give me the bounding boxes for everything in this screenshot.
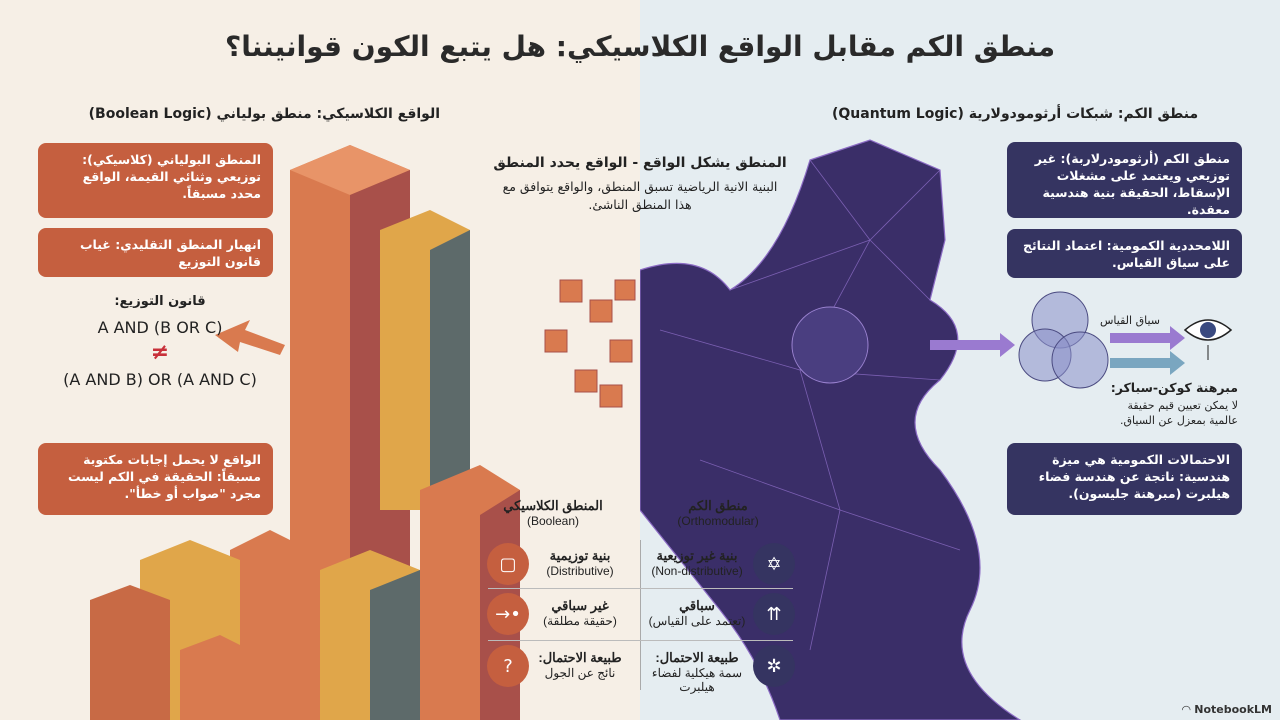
quantum-header-title: منطق الكم: [688, 498, 748, 513]
context-arrows: [930, 326, 1185, 375]
table-row: بنية غير توزيعية(Non-distributive): [645, 548, 749, 578]
table-row: طبيعة الاحتمال:نائج عن الجول: [520, 650, 640, 680]
row-divider: [488, 640, 793, 641]
cell-title: طبيعة الاحتمال:: [655, 650, 739, 665]
indeterminacy-box: اللامحددية الكمومية: اعتماد النتائج على …: [1007, 229, 1242, 278]
cell-sub: (Distributive): [546, 564, 614, 578]
core-sphere: [791, 306, 869, 384]
cell-sub: (حقيقة مطلقة): [543, 614, 617, 628]
cell-sub: (تعتمد على القياس): [648, 614, 746, 628]
table-row: طبيعة الاحتمال:سمة هيكلية لفضاء هيلبرت: [645, 650, 749, 694]
classical-header-title: المنطق الكلاسيكي: [503, 498, 603, 513]
measurement-knot: [1018, 291, 1109, 389]
table-row: سباقي(تعتمد على القياس): [645, 598, 749, 628]
page-title: منطق الكم مقابل الواقع الكلاسيكي: هل يتب…: [224, 30, 1056, 63]
cell-title: بنية غير توزيعية: [656, 548, 738, 563]
quantum-header-sub: (Orthomodular): [677, 514, 759, 528]
cube-icon: ▢: [487, 543, 529, 585]
law-lhs: A AND (B OR C): [97, 318, 223, 337]
center-text: البنية الانية الرياضية تسبق المنطق، والو…: [502, 179, 778, 212]
cell-sub: سمة هيكلية لفضاء هيلبرت: [651, 666, 743, 694]
row-divider: [488, 588, 793, 589]
classical-header-sub: (Boolean): [526, 514, 580, 528]
kochen-specker-title: مبرهنة كوكن-سباكر:: [1110, 380, 1238, 395]
cell-sub: نائج عن الجول: [544, 666, 616, 680]
cell-title: سباقي: [679, 598, 715, 613]
quantum-header: منطق الكم(Orthomodular): [658, 498, 778, 528]
quantum-logic-box: منطق الكم (أرثومودرلاربة): غير توزيعي وي…: [1007, 142, 1242, 218]
reality-not-predetermined-box: الواقع لا يحمل إجابات مكتوبة مسبقاً: الح…: [38, 443, 273, 515]
cell-sub: (Non-distributive): [651, 564, 743, 578]
quantum-probability-box: الاحتمالات الكمومية هي ميزة هندسية: ناتج…: [1007, 443, 1242, 515]
cell-title: غير سباقي: [551, 598, 609, 613]
classical-blocks-illustration: [90, 145, 636, 720]
classical-subtitle: الواقع الكلاسيكي: منطق بولياني (Boolean …: [88, 106, 440, 122]
distribution-law-label: قانون التوزيع:: [114, 294, 206, 309]
quantum-lattice-illustration: [640, 139, 1233, 720]
not-equal-sign: ≠: [150, 340, 170, 365]
arrow-point-icon: →•: [487, 593, 529, 635]
table-divider: [640, 540, 641, 690]
quantum-subtitle: منطق الكم: شبكات أرثومودولارية (Quantum …: [832, 106, 1199, 122]
arrow-icon: [215, 320, 285, 355]
star-lattice-icon: ✡: [753, 543, 795, 585]
eye-icon: [1183, 319, 1233, 341]
question-box-icon: ?: [487, 645, 529, 687]
watermark-text: NotebookLM: [1194, 703, 1272, 716]
network-icon: ✲: [753, 645, 795, 687]
flying-cubes: [544, 279, 636, 408]
table-row: بنية توزيمية(Distributive): [520, 548, 640, 578]
cell-title: طبيعة الاحتمال:: [538, 650, 622, 665]
measurement-context-label: سياق القياس: [1100, 314, 1160, 327]
table-row: غير سباقي(حقيقة مطلقة): [520, 598, 640, 628]
classical-header: المنطق الكلاسيكي(Boolean): [493, 498, 613, 528]
branching-arrows-icon: ⇈: [753, 593, 795, 635]
law-rhs: (A AND B) OR (A AND C): [63, 370, 257, 389]
center-heading: المنطق يشكل الواقع - الواقع يحدد المنطق: [493, 155, 787, 171]
cell-title: بنية توزيمية: [549, 548, 611, 563]
kochen-specker-text: لا يمكن تعيين قيم حقيقة عالمية بمعزل عن …: [1120, 399, 1238, 427]
lattice-blob: [640, 139, 1022, 720]
boolean-logic-box: المنطق البولياني (كلاسيكي): توزيعي وثنائ…: [38, 143, 273, 218]
logic-collapse-box: انهيار المنطق التقليدي: غياب قانون التوز…: [38, 228, 273, 277]
notebooklm-watermark: ◠ NotebookLM: [1181, 703, 1272, 716]
